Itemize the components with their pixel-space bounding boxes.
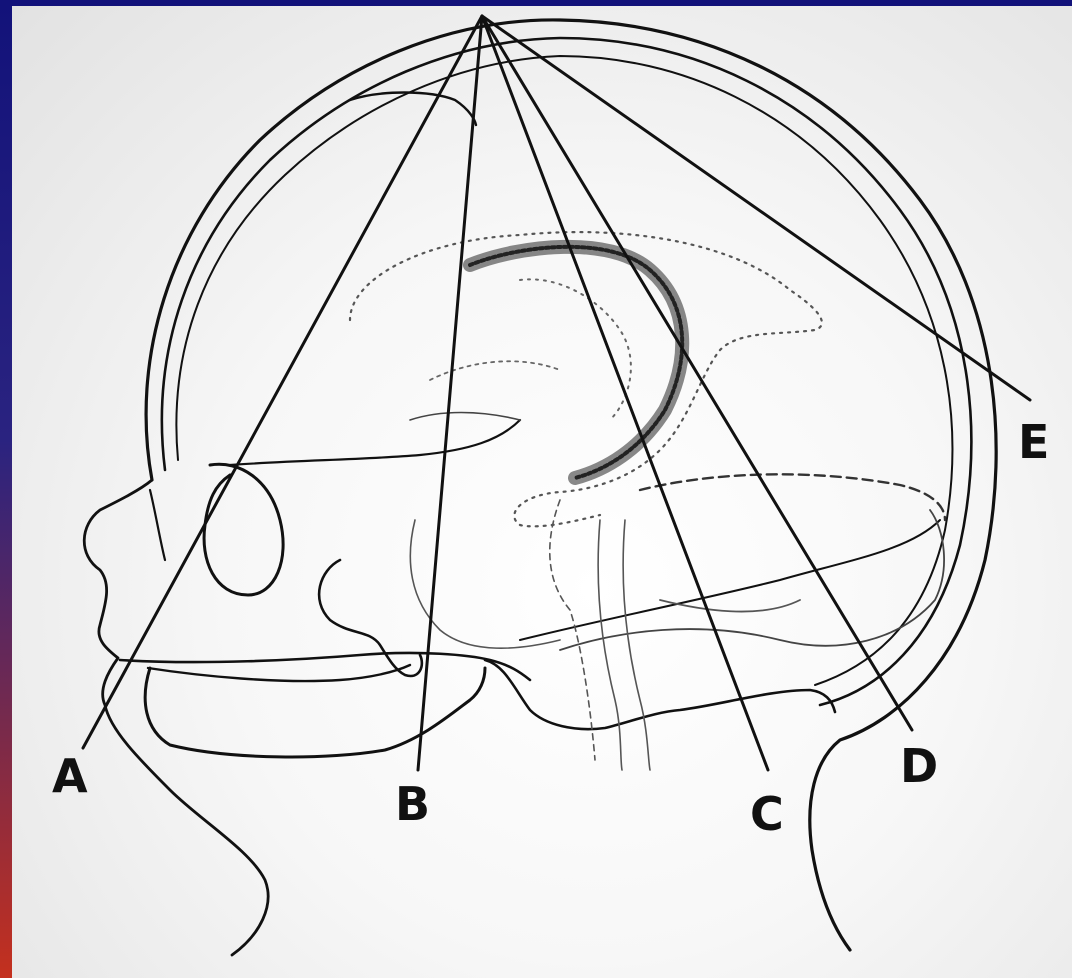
- cerebellum-outline: [560, 510, 944, 650]
- label-e: E: [1018, 415, 1049, 469]
- label-c: C: [750, 787, 784, 841]
- skull-base: [230, 420, 520, 465]
- slide-side-bar: [0, 0, 12, 978]
- corpus-callosum-dotted: [430, 361, 560, 380]
- line-to-c: [482, 16, 768, 770]
- line-to-a: [83, 16, 482, 748]
- tentorium-dashed: [640, 474, 945, 520]
- label-b: B: [395, 777, 430, 831]
- ventricle-inner-dotted: [520, 279, 631, 420]
- scalp-outline: [146, 20, 996, 950]
- head-sagittal-diagram: A B C D E: [12, 6, 1072, 978]
- face-profile: [84, 480, 268, 955]
- shaded-arc: [470, 247, 682, 478]
- spinal-cord-line-1: [598, 520, 622, 770]
- orbit-rim: [150, 490, 165, 560]
- brainstem-dashed: [550, 500, 595, 760]
- ventricle-outline-dotted: [350, 232, 822, 526]
- skull-vault-bump: [350, 93, 476, 126]
- spinal-cord-line-2: [623, 520, 650, 770]
- radial-lines: [83, 16, 1030, 770]
- occipital: [520, 520, 940, 640]
- mandible-ramus: [485, 660, 835, 729]
- inner-curve: [410, 413, 520, 421]
- cervical-curve: [660, 600, 800, 612]
- label-a: A: [52, 749, 88, 803]
- diagram-panel: A B C D E: [12, 6, 1072, 978]
- shaded-arc-core: [470, 247, 682, 478]
- upper-teeth: [148, 665, 410, 681]
- line-to-e: [482, 16, 1030, 400]
- sphenoid-curl: [319, 560, 422, 676]
- label-d: D: [900, 739, 938, 793]
- orbit: [204, 464, 283, 595]
- maxilla: [120, 653, 530, 680]
